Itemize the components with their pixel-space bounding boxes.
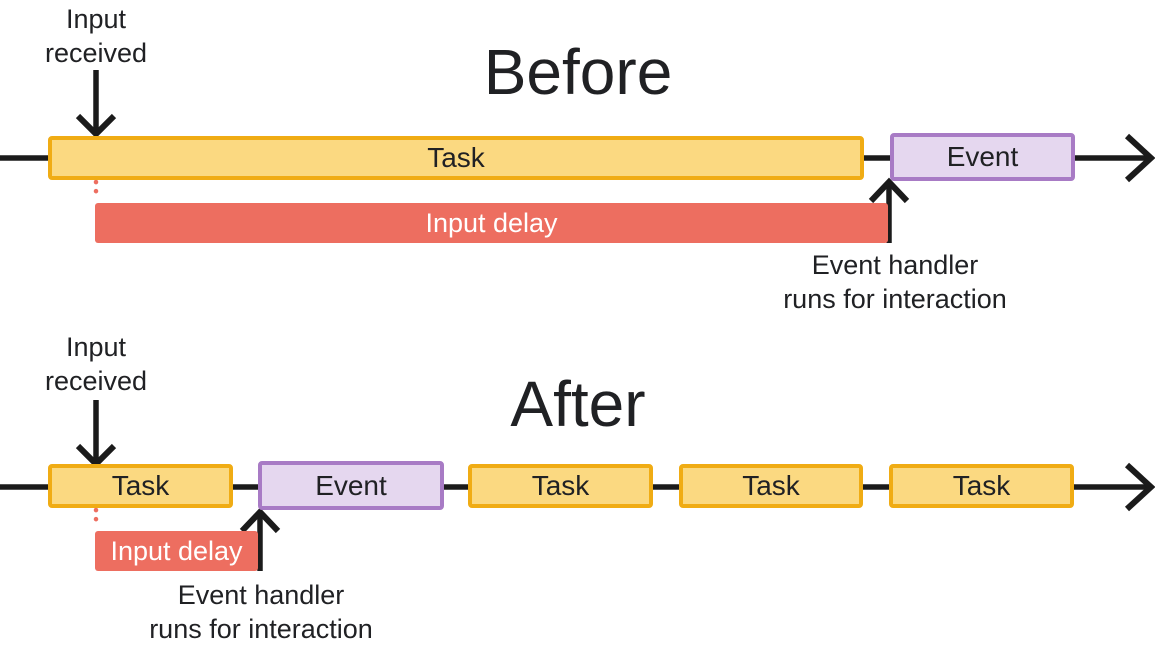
before-event-box: Event [890,133,1075,181]
before-input-delay-label: Input delay [425,207,558,238]
after-input-received-label: Input received [44,332,148,396]
after-task-box-2: Task [468,464,653,508]
before-event-label: Event [946,141,1019,172]
before-event-handler-label: Event handler runs for interaction [783,250,1007,314]
after-task-label-3: Task [742,470,800,501]
before-timeline-arrowhead [1124,133,1155,183]
after-task-label-2: Task [531,470,590,501]
before-title: Before [483,36,673,108]
after-event-label: Event [315,469,387,501]
before-input-delay-bar: Input delay [95,203,888,243]
before-event-handler-arrow-head [868,177,910,204]
after-timeline-arrowhead [1124,462,1155,512]
after-event-handler-label: Event handler runs for interaction [149,580,373,644]
after-title: After [510,368,646,440]
before-task-box: Task [48,136,864,180]
after-input-delay-bar: Input delay [95,531,258,571]
after-event-box: Event [258,461,444,510]
before-task-label: Task [427,142,485,173]
after-task-label-1: Task [111,470,170,501]
before-input-received-label: Input received [44,4,148,68]
after-task-label-4: Task [952,470,1011,501]
after-task-box-4: Task [889,464,1074,508]
after-event-handler-arrow-head [239,507,281,534]
before-input-down-arrow-head [75,113,117,139]
after-task-box-1: Task [48,464,233,508]
after-task-box-3: Task [679,464,863,508]
after-input-delay-label: Input delay [110,535,243,566]
after-input-down-arrow-head [75,443,117,469]
